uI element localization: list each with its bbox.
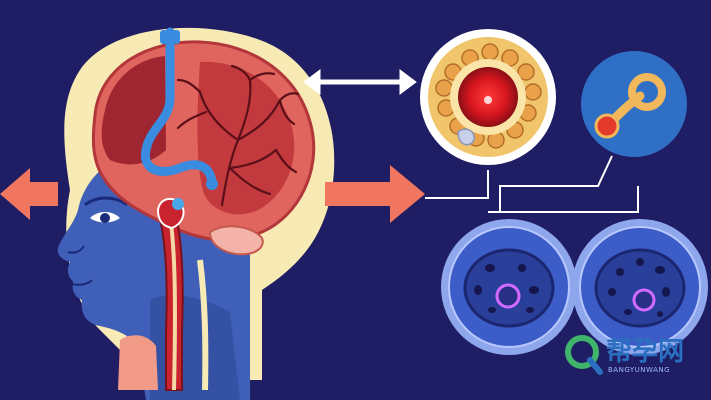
right-arrow-icon — [325, 165, 425, 223]
face-shade — [150, 295, 240, 400]
brain-inner-right — [197, 61, 295, 215]
nostril — [67, 245, 85, 254]
left-arrow-icon — [0, 168, 58, 220]
eye-iris — [100, 213, 110, 223]
pituitary — [172, 198, 184, 210]
eyebrow — [84, 196, 128, 206]
neck-tissue — [118, 335, 158, 390]
watermark-title: 帮孕网 — [606, 337, 684, 367]
mouth — [71, 279, 93, 286]
blue-tube — [141, 27, 217, 187]
watermark-subtitle: BANGYUNWANG — [608, 366, 670, 374]
blue-tube-end — [206, 178, 218, 190]
vessel-tree — [176, 64, 300, 207]
cell-right — [572, 219, 708, 355]
watermark-logo: 帮孕网 BANGYUNWANG — [565, 335, 684, 375]
neck-tube — [197, 259, 209, 391]
connector-lines — [425, 155, 639, 213]
cell-left — [441, 219, 577, 355]
neuron-icon — [581, 51, 687, 157]
vessel-cross-section — [420, 29, 556, 165]
double-arrow-icon — [303, 69, 417, 95]
blue-tube-top — [160, 30, 180, 44]
cerebellum — [208, 225, 264, 256]
